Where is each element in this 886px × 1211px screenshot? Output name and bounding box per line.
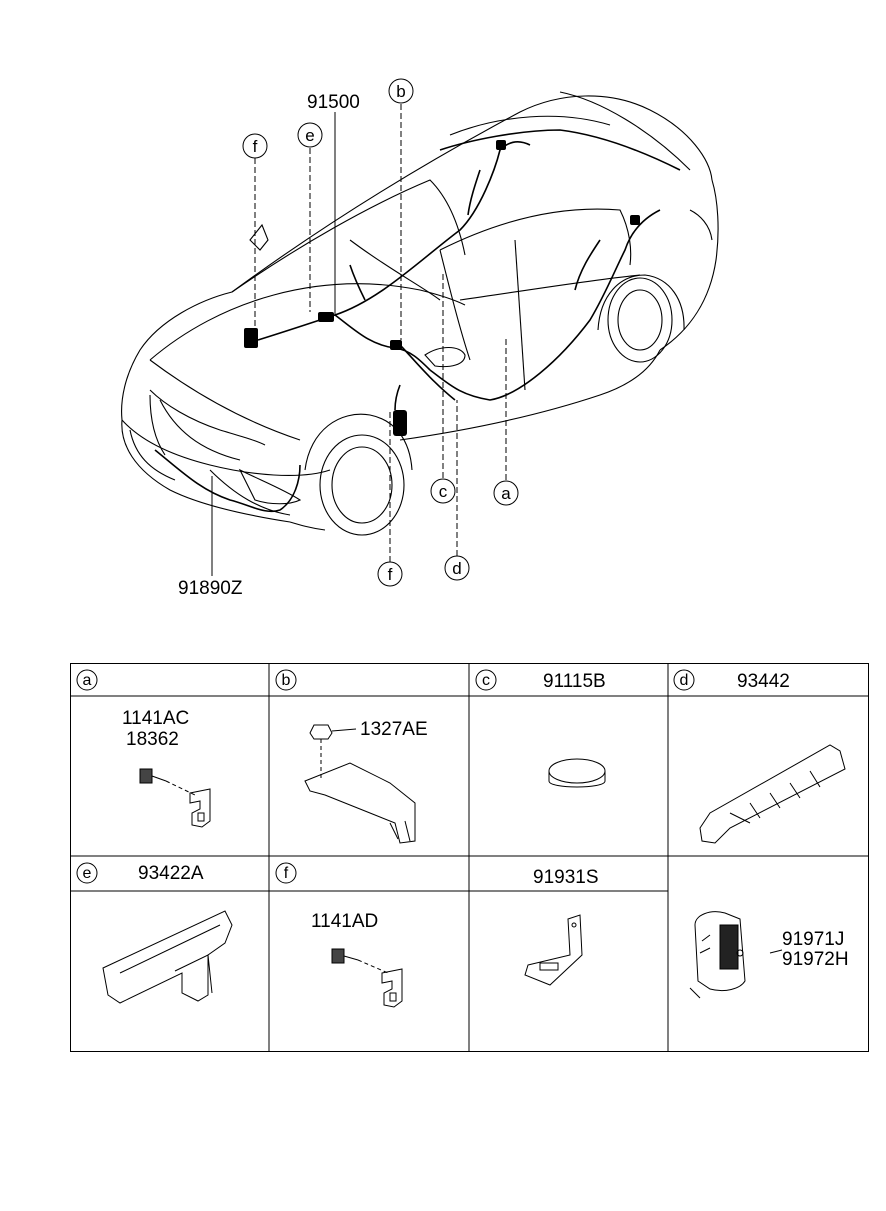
nut-bracket-icon: [304, 724, 416, 844]
svg-text:91115B: 91115B: [543, 671, 606, 692]
svg-text:18362: 18362: [126, 729, 179, 750]
label-91890z: 91890Z: [178, 578, 243, 599]
svg-text:e: e: [305, 126, 314, 145]
svg-text:c: c: [482, 672, 490, 689]
svg-text:1141AC: 1141AC: [122, 708, 189, 729]
leader-lines: [254, 104, 507, 562]
callout-e: e: [297, 122, 323, 148]
svg-text:f: f: [284, 865, 289, 882]
svg-text:93442: 93442: [737, 671, 790, 692]
cell-91971j: 91971J 91972H: [689, 911, 849, 999]
callout-c: c: [430, 478, 456, 504]
protector-cover-icon: [102, 910, 233, 1004]
parts-table: a 1141AC 18362 b 1327AE c 91115B: [70, 663, 869, 1052]
cell-f: f 1141AD: [275, 862, 403, 1008]
callout-d: d: [444, 555, 470, 581]
cell-e: e 93422A: [76, 862, 233, 1004]
cell-b: b 1327AE: [275, 669, 428, 844]
svg-text:f: f: [388, 565, 393, 584]
protector-channel-icon: [699, 744, 846, 844]
solid-leader-lines: [211, 112, 336, 576]
label-91500: 91500: [307, 92, 360, 113]
car-body-outline: [121, 91, 719, 536]
svg-text:1141AD: 1141AD: [311, 911, 378, 932]
svg-text:c: c: [439, 482, 448, 501]
bolt-clip-icon: [331, 948, 403, 1008]
bolt-clip-icon: [139, 768, 211, 828]
connector-housing-icon: [689, 911, 783, 999]
cell-d: d 93442: [673, 669, 846, 844]
wiring-harness-lines: [154, 129, 681, 513]
svg-text:93422A: 93422A: [138, 863, 204, 884]
svg-text:a: a: [501, 484, 511, 503]
callout-b: b: [388, 78, 414, 104]
svg-text:91931S: 91931S: [533, 867, 599, 888]
wiring-harness-diagram: f e b c a f d 91500 91890Z: [121, 78, 719, 599]
svg-text:91972H: 91972H: [782, 949, 849, 970]
bracket-icon: [524, 914, 583, 986]
svg-text:f: f: [253, 137, 258, 156]
svg-text:e: e: [83, 865, 92, 882]
cell-a: a 1141AC 18362: [76, 669, 211, 828]
cell-91931s: 91931S: [524, 867, 599, 986]
svg-text:d: d: [680, 672, 689, 689]
cap-plug-icon: [548, 758, 606, 788]
svg-text:b: b: [282, 672, 291, 689]
connector-blocks: [244, 140, 640, 436]
svg-text:1327AE: 1327AE: [360, 719, 428, 740]
svg-text:91971J: 91971J: [782, 929, 844, 950]
cell-c: c 91115B: [475, 669, 606, 788]
callout-a: a: [493, 480, 519, 506]
callout-f-bottom: f: [377, 561, 403, 587]
callout-f-top: f: [242, 133, 268, 159]
svg-text:b: b: [396, 82, 405, 101]
svg-text:a: a: [83, 672, 92, 689]
table-grid: [70, 663, 869, 1052]
svg-text:d: d: [452, 559, 461, 578]
